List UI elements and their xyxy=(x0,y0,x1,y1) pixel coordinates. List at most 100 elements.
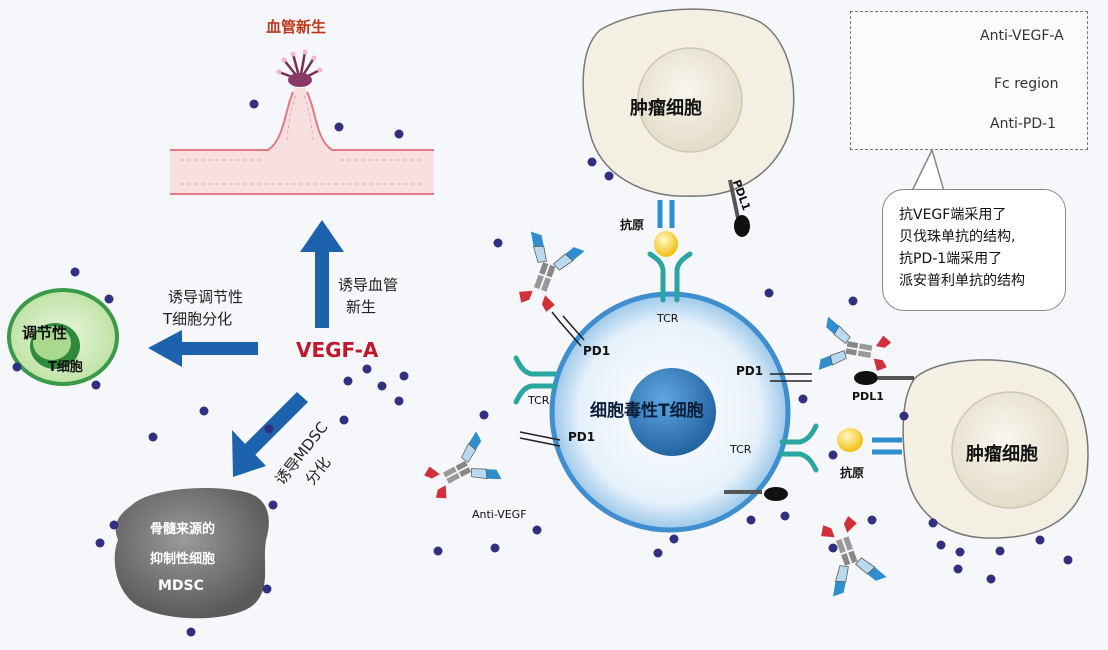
callout-line-3: 抗PD-1端采用了 xyxy=(899,251,1003,267)
vegf-dot xyxy=(490,543,500,553)
vegf-dot xyxy=(249,99,259,109)
anti-vegf-label: Anti-VEGF xyxy=(472,508,527,521)
angiogenesis-label: 血管新生 xyxy=(266,18,327,36)
arrow-angiogenesis-icon xyxy=(300,220,344,328)
vegf-dot xyxy=(764,288,774,298)
vegf-dot xyxy=(532,525,542,535)
tcr-top-label: TCR xyxy=(657,312,679,325)
vegf-dot xyxy=(955,547,965,557)
vegf-dot xyxy=(262,584,272,594)
treg-label-2: T细胞 xyxy=(48,360,83,375)
antibodies xyxy=(424,231,892,597)
bispecific-antibody-icon xyxy=(519,231,585,312)
tcr-right-icon xyxy=(779,423,819,473)
legend-anti-vegf-a: Anti-VEGF-A xyxy=(980,28,1064,44)
vegf-dot xyxy=(995,546,1005,556)
vegf-dot xyxy=(828,450,838,460)
vegf-dot xyxy=(867,515,877,525)
legend-fc-region: Fc region xyxy=(994,76,1059,92)
vegf-dot xyxy=(334,122,344,132)
sprout-tip-icon xyxy=(276,49,323,87)
vegf-dot xyxy=(587,157,597,167)
tumor-cell-top xyxy=(582,8,795,197)
cytotoxic-t-label: 细胞毒性T细胞 xyxy=(590,401,704,421)
vegf-dot xyxy=(604,171,614,181)
treg-cell xyxy=(7,288,119,386)
bispecific-antibody-icon xyxy=(818,316,892,372)
tumor-cell-right xyxy=(902,359,1089,539)
callout-pointer xyxy=(910,147,946,193)
callout-line-1: 抗VEGF端采用了 xyxy=(899,207,1007,223)
vegf-dot xyxy=(928,518,938,528)
vegf-dot xyxy=(199,406,209,416)
callout-line-4: 派安普利单抗的结构 xyxy=(899,273,1025,289)
vegf-dot xyxy=(780,511,790,521)
legend-anti-pd1: Anti-PD-1 xyxy=(990,116,1057,132)
tcr-left-label: TCR xyxy=(528,394,550,407)
vegf-dot xyxy=(394,129,404,139)
vegf-dot xyxy=(669,534,679,544)
vegf-dot xyxy=(953,564,963,574)
vegf-dots xyxy=(12,99,1073,637)
bispecific-antibody-icon xyxy=(821,516,887,597)
vegf-dot xyxy=(1063,555,1073,565)
pdl1-right-label: PDL1 xyxy=(852,390,884,403)
pdl1-right-icon xyxy=(854,371,914,385)
vegf-dot xyxy=(433,546,443,556)
vegf-dot xyxy=(986,574,996,584)
induce-angiogenesis-label-1: 诱导血管 xyxy=(338,276,399,294)
vegf-dot xyxy=(339,415,349,425)
antigen-right-label: 抗原 xyxy=(840,466,865,480)
vegf-dot xyxy=(493,238,503,248)
induce-angiogenesis-label-2: 新生 xyxy=(346,298,377,316)
vegf-dot xyxy=(148,432,158,442)
pdl1-top-icon xyxy=(728,179,750,237)
pd1-free-icon xyxy=(724,487,788,501)
vegf-dot xyxy=(377,381,387,391)
induce-treg-label-1: 诱导调节性 xyxy=(168,288,244,306)
legend-box xyxy=(850,11,1088,150)
tcr-top-icon xyxy=(647,251,693,303)
vegf-dot xyxy=(848,296,858,306)
vegf-dot xyxy=(70,267,80,277)
tcr-left-icon xyxy=(513,355,558,405)
vegf-dot xyxy=(828,543,838,553)
pd1-right-label: PD1 xyxy=(736,364,764,378)
vegf-dot xyxy=(268,500,278,510)
pd1-lower-label: PD1 xyxy=(568,430,596,444)
vegf-dot xyxy=(1035,535,1045,545)
mdsc-cell xyxy=(114,488,269,619)
cytotoxic-t-cell xyxy=(549,291,791,533)
induce-treg-label-2: T细胞分化 xyxy=(163,310,233,328)
vegf-dot xyxy=(91,380,101,390)
tumor-cell-top-label: 肿瘤细胞 xyxy=(630,98,702,119)
vegf-dot xyxy=(798,394,808,404)
vegf-dot xyxy=(362,364,372,374)
vegf-dot xyxy=(479,410,489,420)
tcr-right-label: TCR xyxy=(730,443,752,456)
mdsc-label-1: 骨髓来源的 xyxy=(150,522,216,537)
mdsc-label-2: 抑制性细胞 xyxy=(150,552,216,567)
callout-line-2: 贝伐珠单抗的结构, xyxy=(899,229,1016,245)
blood-vessel xyxy=(170,88,434,195)
mdsc-label-3: MDSC xyxy=(158,578,204,594)
antigen-top-label: 抗原 xyxy=(620,218,645,232)
vegf-dot xyxy=(109,520,119,530)
vegf-dot xyxy=(394,396,404,406)
vegf-dot xyxy=(104,294,114,304)
pd1-upper-label: PD1 xyxy=(583,344,611,358)
arrow-treg-icon xyxy=(148,330,258,367)
vegf-a-label: VEGF-A xyxy=(296,338,379,362)
vegf-dot xyxy=(936,540,946,550)
vegf-dot xyxy=(264,424,274,434)
bispecific-antibody-icon xyxy=(424,431,502,499)
vegf-dot xyxy=(186,627,196,637)
vegf-dot xyxy=(746,515,756,525)
vegf-dot xyxy=(899,411,909,421)
treg-label-1: 调节性 xyxy=(22,324,68,342)
pd1-stalks xyxy=(519,311,812,447)
vegf-dot xyxy=(95,538,105,548)
antigen-right-icon xyxy=(837,428,902,455)
vegf-dot xyxy=(12,362,22,372)
